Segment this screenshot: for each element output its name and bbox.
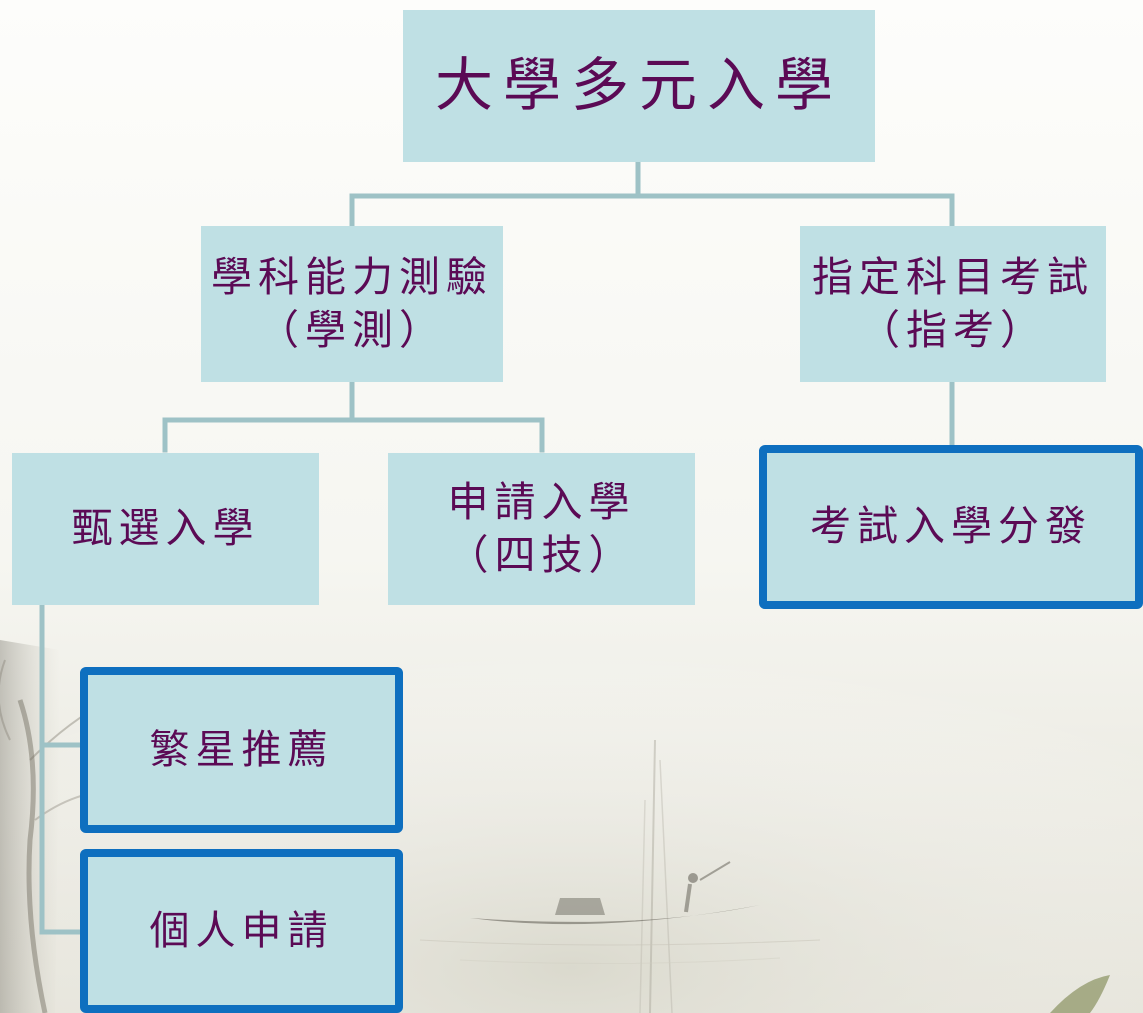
node-star-recommendation: 繁星推薦 (80, 667, 403, 833)
node-placement-label: 考試入學分發 (810, 502, 1092, 551)
node-gsat-line2: （學測） (258, 306, 446, 354)
node-ast-exam: 指定科目考試 （指考） (800, 226, 1106, 382)
node-gsat-exam: 學科能力測驗 （學測） (201, 226, 503, 382)
node-root-label: 大學多元入學 (434, 51, 843, 120)
node-star-label: 繁星推薦 (149, 727, 334, 773)
node-personal-application: 個人申請 (80, 849, 403, 1013)
node-gsat-line1: 學科能力測驗 (211, 252, 493, 301)
node-apply-four-year: 申請入學 （四技） (388, 453, 695, 605)
node-ast-line1: 指定科目考試 (812, 252, 1094, 301)
node-selection-label: 甄選入學 (71, 504, 260, 553)
node-apply-line2: （四技） (447, 531, 636, 579)
node-ast-line2: （指考） (859, 306, 1047, 354)
node-personal-label: 個人申請 (149, 908, 334, 954)
node-exam-placement: 考試入學分發 (759, 445, 1143, 609)
node-apply-line1: 申請入學 (447, 477, 636, 526)
node-multiple-admission-root: 大學多元入學 (403, 10, 875, 162)
node-selection-admission: 甄選入學 (12, 453, 319, 605)
